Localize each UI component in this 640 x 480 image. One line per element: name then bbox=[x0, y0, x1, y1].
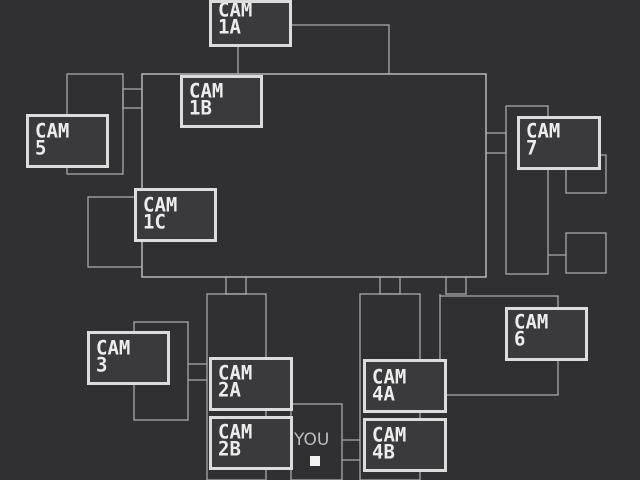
cam-label: CAM bbox=[218, 420, 253, 444]
cam-number: 1C bbox=[143, 210, 166, 234]
player-location-marker bbox=[310, 456, 320, 466]
door-east-hall bbox=[379, 276, 401, 295]
link-1a-stage bbox=[290, 24, 390, 74]
cam-label: CAM bbox=[218, 0, 253, 22]
cam-label: CAM bbox=[526, 119, 561, 143]
room-restrooms bbox=[505, 105, 549, 275]
cam-label: CAM bbox=[218, 361, 253, 385]
cam-label: CAM bbox=[35, 119, 70, 143]
you-label: YOU bbox=[294, 430, 330, 450]
cam-number: 1B bbox=[189, 96, 212, 120]
cam-number: 1A bbox=[218, 15, 241, 39]
cam-number: 4A bbox=[372, 382, 395, 406]
room-dining-area bbox=[141, 73, 487, 278]
cam-number: 6 bbox=[514, 327, 526, 351]
cam-number: 2A bbox=[218, 378, 241, 402]
door-west-hall bbox=[225, 276, 247, 295]
door-backstage bbox=[122, 88, 143, 109]
cam-label: CAM bbox=[143, 193, 178, 217]
cam-label: CAM bbox=[372, 365, 407, 389]
stall-restroom-bottom bbox=[565, 232, 607, 274]
cam-number: 5 bbox=[35, 136, 47, 160]
cam-label: CAM bbox=[372, 423, 407, 447]
cam-number: 3 bbox=[96, 353, 108, 377]
cam-number: 4B bbox=[372, 440, 395, 464]
door-kitchen bbox=[445, 276, 467, 295]
cam-label: CAM bbox=[514, 310, 549, 334]
door-restrooms bbox=[485, 132, 507, 154]
cam-number: 7 bbox=[526, 136, 538, 160]
cam-number: 2B bbox=[218, 437, 241, 461]
cam-label: CAM bbox=[96, 336, 131, 360]
cam-label: CAM bbox=[189, 79, 224, 103]
